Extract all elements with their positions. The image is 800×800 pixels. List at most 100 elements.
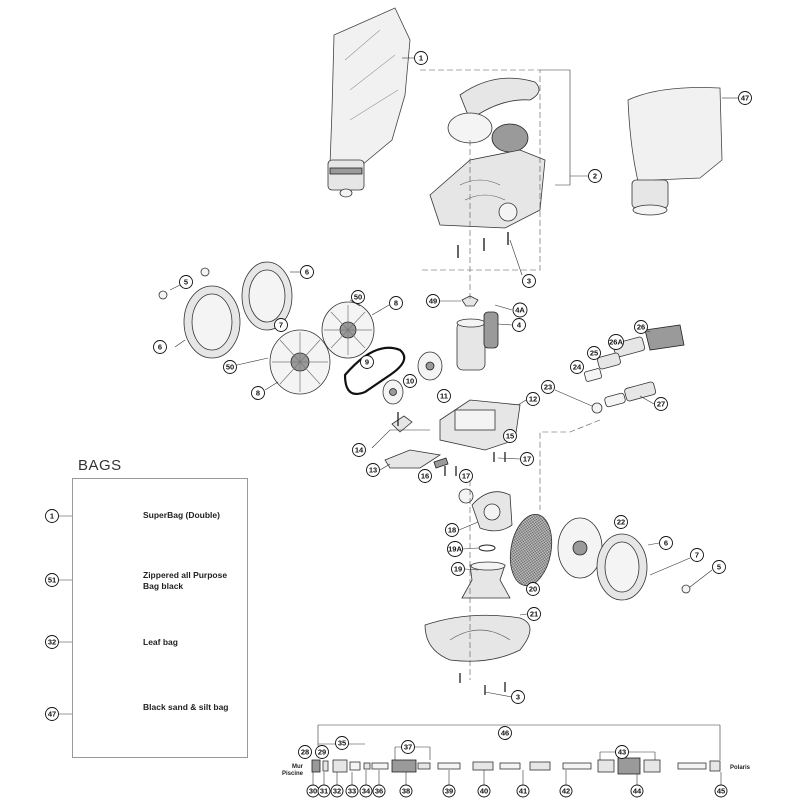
callout-28: 28 bbox=[298, 745, 312, 759]
callout-24: 24 bbox=[570, 360, 584, 374]
callout-50b: 50 bbox=[223, 360, 237, 374]
front-bumper bbox=[384, 449, 442, 469]
svg-text:6: 6 bbox=[664, 539, 668, 548]
svg-text:19: 19 bbox=[454, 565, 462, 574]
callout-21: 21 bbox=[527, 607, 541, 621]
svg-text:32: 32 bbox=[333, 787, 341, 796]
svg-text:16: 16 bbox=[421, 472, 429, 481]
silt-bag-illustration bbox=[627, 87, 723, 216]
callout-42: 42 bbox=[559, 784, 573, 798]
callout-19a: 19A bbox=[447, 541, 463, 557]
svg-text:12: 12 bbox=[529, 395, 537, 404]
callout-14: 14 bbox=[352, 443, 366, 457]
svg-text:1: 1 bbox=[419, 54, 423, 63]
svg-text:10: 10 bbox=[406, 377, 414, 386]
clip-16 bbox=[433, 457, 449, 469]
svg-text:42: 42 bbox=[562, 787, 570, 796]
hose-right-label: Polaris bbox=[730, 765, 751, 771]
callout-17a: 17 bbox=[520, 452, 534, 466]
o-ring-19a bbox=[478, 544, 496, 552]
svg-text:25: 25 bbox=[590, 349, 598, 358]
callout-29: 29 bbox=[315, 745, 329, 759]
svg-text:33: 33 bbox=[348, 787, 356, 796]
callout-26: 26 bbox=[634, 320, 648, 334]
svg-text:5: 5 bbox=[184, 278, 188, 287]
svg-text:27: 27 bbox=[657, 400, 665, 409]
screws-bottom bbox=[459, 673, 506, 695]
left-tire-lower bbox=[183, 285, 241, 359]
callout-17b: 17 bbox=[459, 469, 473, 483]
callout-6c: 6 bbox=[659, 536, 673, 550]
callout-6b: 6 bbox=[153, 340, 167, 354]
callout-8a: 8 bbox=[389, 296, 403, 310]
callout-8b: 8 bbox=[251, 386, 265, 400]
bag-number-47: 47 bbox=[45, 707, 59, 721]
drive-belt bbox=[343, 346, 406, 396]
turbine-cover bbox=[509, 513, 553, 587]
callout-6a: 6 bbox=[300, 265, 314, 279]
svg-text:30: 30 bbox=[309, 787, 317, 796]
callout-47: 47 bbox=[738, 91, 752, 105]
callout-37: 37 bbox=[401, 740, 415, 754]
svg-text:6: 6 bbox=[158, 343, 162, 352]
left-tire-upper bbox=[241, 261, 293, 331]
chassis-bracket bbox=[391, 412, 413, 433]
callout-44: 44 bbox=[630, 784, 644, 798]
svg-text:15: 15 bbox=[506, 432, 514, 441]
callout-33: 33 bbox=[345, 784, 359, 798]
svg-text:47: 47 bbox=[48, 710, 56, 719]
svg-text:4: 4 bbox=[517, 321, 522, 330]
drive-gear-lower bbox=[269, 329, 331, 395]
callout-30: 30 bbox=[306, 784, 320, 798]
drive-gear-upper bbox=[321, 301, 375, 359]
svg-text:46: 46 bbox=[501, 729, 509, 738]
callout-34: 34 bbox=[359, 784, 373, 798]
callout-15: 15 bbox=[503, 429, 517, 443]
callout-36: 36 bbox=[372, 784, 386, 798]
chassis bbox=[439, 399, 521, 451]
callout-31: 31 bbox=[317, 784, 331, 798]
svg-text:26A: 26A bbox=[609, 338, 623, 347]
svg-text:51: 51 bbox=[48, 576, 56, 585]
svg-text:6: 6 bbox=[305, 268, 309, 277]
svg-text:3: 3 bbox=[516, 693, 520, 702]
svg-text:9: 9 bbox=[365, 358, 369, 367]
callout-49: 49 bbox=[426, 294, 440, 308]
svg-text:22: 22 bbox=[617, 518, 625, 527]
bags-title: BAGS bbox=[78, 457, 122, 474]
svg-text:50: 50 bbox=[354, 293, 362, 302]
bag-label-superbag: SuperBag (Double) bbox=[143, 510, 220, 520]
callout-5a: 5 bbox=[179, 275, 193, 289]
callout-11: 11 bbox=[437, 389, 451, 403]
bag-number-1: 1 bbox=[45, 509, 59, 523]
bag-label-zippered: Zippered all Purpose Bag black bbox=[143, 570, 228, 591]
callout-40: 40 bbox=[477, 784, 491, 798]
callout-27: 27 bbox=[654, 397, 668, 411]
bags-panel bbox=[72, 478, 248, 758]
svg-text:17: 17 bbox=[462, 472, 470, 481]
svg-text:29: 29 bbox=[318, 748, 326, 757]
callout-16: 16 bbox=[418, 469, 432, 483]
turbine-housing bbox=[458, 488, 513, 532]
svg-text:41: 41 bbox=[519, 787, 527, 796]
intake-tube bbox=[456, 311, 499, 371]
callout-3a: 3 bbox=[522, 274, 536, 288]
callout-5b: 5 bbox=[712, 560, 726, 574]
svg-text:7: 7 bbox=[695, 551, 699, 560]
svg-text:3: 3 bbox=[527, 277, 531, 286]
bag-label-silt: Black sand & silt bag bbox=[143, 702, 229, 712]
hub-cap-right bbox=[681, 584, 691, 594]
callout-12: 12 bbox=[526, 392, 540, 406]
superbag-illustration bbox=[327, 7, 411, 198]
callout-32: 32 bbox=[330, 784, 344, 798]
turbine-base bbox=[461, 561, 511, 599]
callout-41: 41 bbox=[516, 784, 530, 798]
callout-22: 22 bbox=[614, 515, 628, 529]
svg-text:50: 50 bbox=[226, 363, 234, 372]
right-wheel bbox=[557, 517, 648, 601]
idler-pulley bbox=[382, 351, 443, 405]
callout-43: 43 bbox=[615, 745, 629, 759]
callout-39: 39 bbox=[442, 784, 456, 798]
svg-text:45: 45 bbox=[717, 787, 725, 796]
